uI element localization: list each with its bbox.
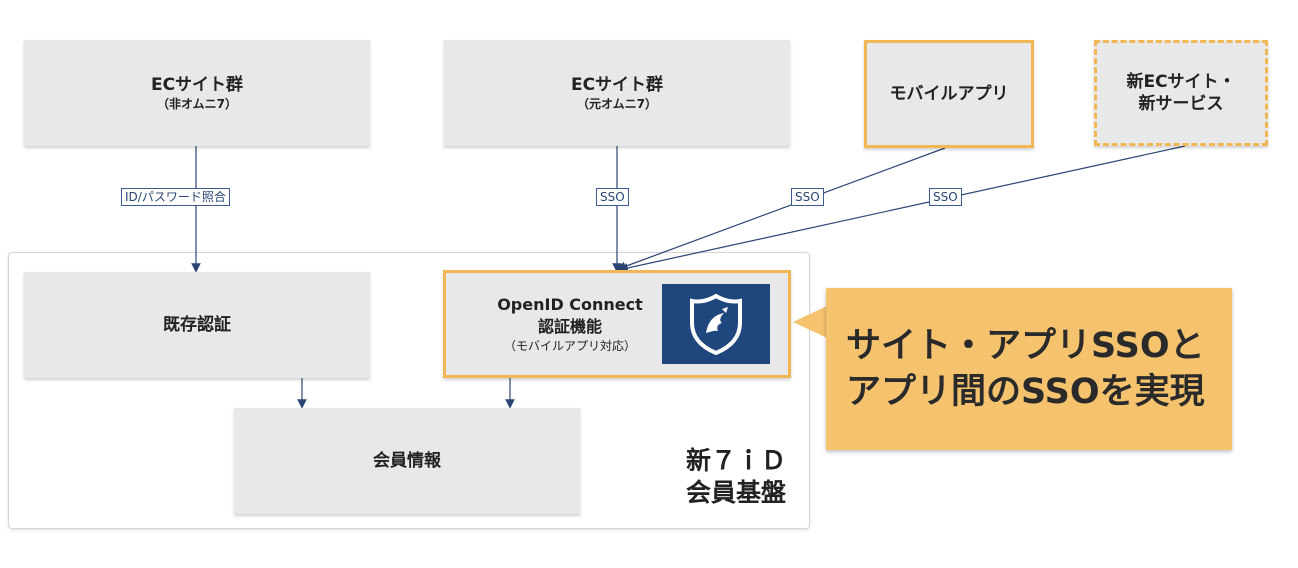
line-new-services-to-oidc — [618, 145, 1186, 273]
callout-line2: アプリ間のSSOを実現 — [846, 372, 1205, 412]
sso-label-2: SSO — [791, 188, 824, 206]
ec-sites-former-sub: （元オムニ7） — [577, 97, 657, 111]
mobile-app-box: モバイルアプリ — [864, 40, 1034, 148]
line-mobile-to-oidc — [616, 147, 946, 271]
oidc-line3: （モバイルアプリ対応） — [503, 339, 636, 353]
new-services-box: 新ECサイト・ 新サービス — [1094, 40, 1268, 146]
oidc-line1: OpenID Connect — [497, 295, 643, 314]
member-info-box: 会員情報 — [234, 408, 580, 514]
shield-icon — [662, 284, 770, 364]
ec-sites-former-title: ECサイト群 — [570, 75, 664, 95]
sso-callout: サイト・アプリSSOと アプリ間のSSOを実現 — [826, 288, 1232, 450]
ec-sites-legacy-title: ECサイト群 — [150, 75, 244, 95]
sso-label-3: SSO — [929, 188, 962, 206]
ec-sites-legacy-sub: （非オムニ7） — [157, 97, 237, 111]
existing-auth-box: 既存認証 — [24, 272, 370, 378]
oidc-line2: 認証機能 — [537, 317, 602, 336]
existing-auth-title: 既存認証 — [163, 315, 231, 335]
callout-line1: サイト・アプリSSOと — [846, 326, 1205, 366]
callout-pointer — [793, 306, 827, 338]
new-services-line2: 新サービス — [1138, 94, 1224, 114]
member-info-title: 会員情報 — [373, 451, 441, 471]
platform-name-line1: 新７ｉＤ — [685, 446, 786, 475]
sso-label-1: SSO — [596, 188, 629, 206]
platform-name-line2: 会員基盤 — [685, 478, 786, 507]
ec-sites-former-box: ECサイト群 （元オムニ7） — [444, 40, 790, 146]
ec-sites-legacy-box: ECサイト群 （非オムニ7） — [24, 40, 370, 146]
platform-name: 新７ｉＤ 会員基盤 — [676, 445, 796, 509]
new-services-line1: 新ECサイト・ — [1126, 72, 1236, 92]
id-password-label: ID/パスワード照合 — [121, 188, 230, 206]
mobile-app-title: モバイルアプリ — [889, 84, 1009, 104]
